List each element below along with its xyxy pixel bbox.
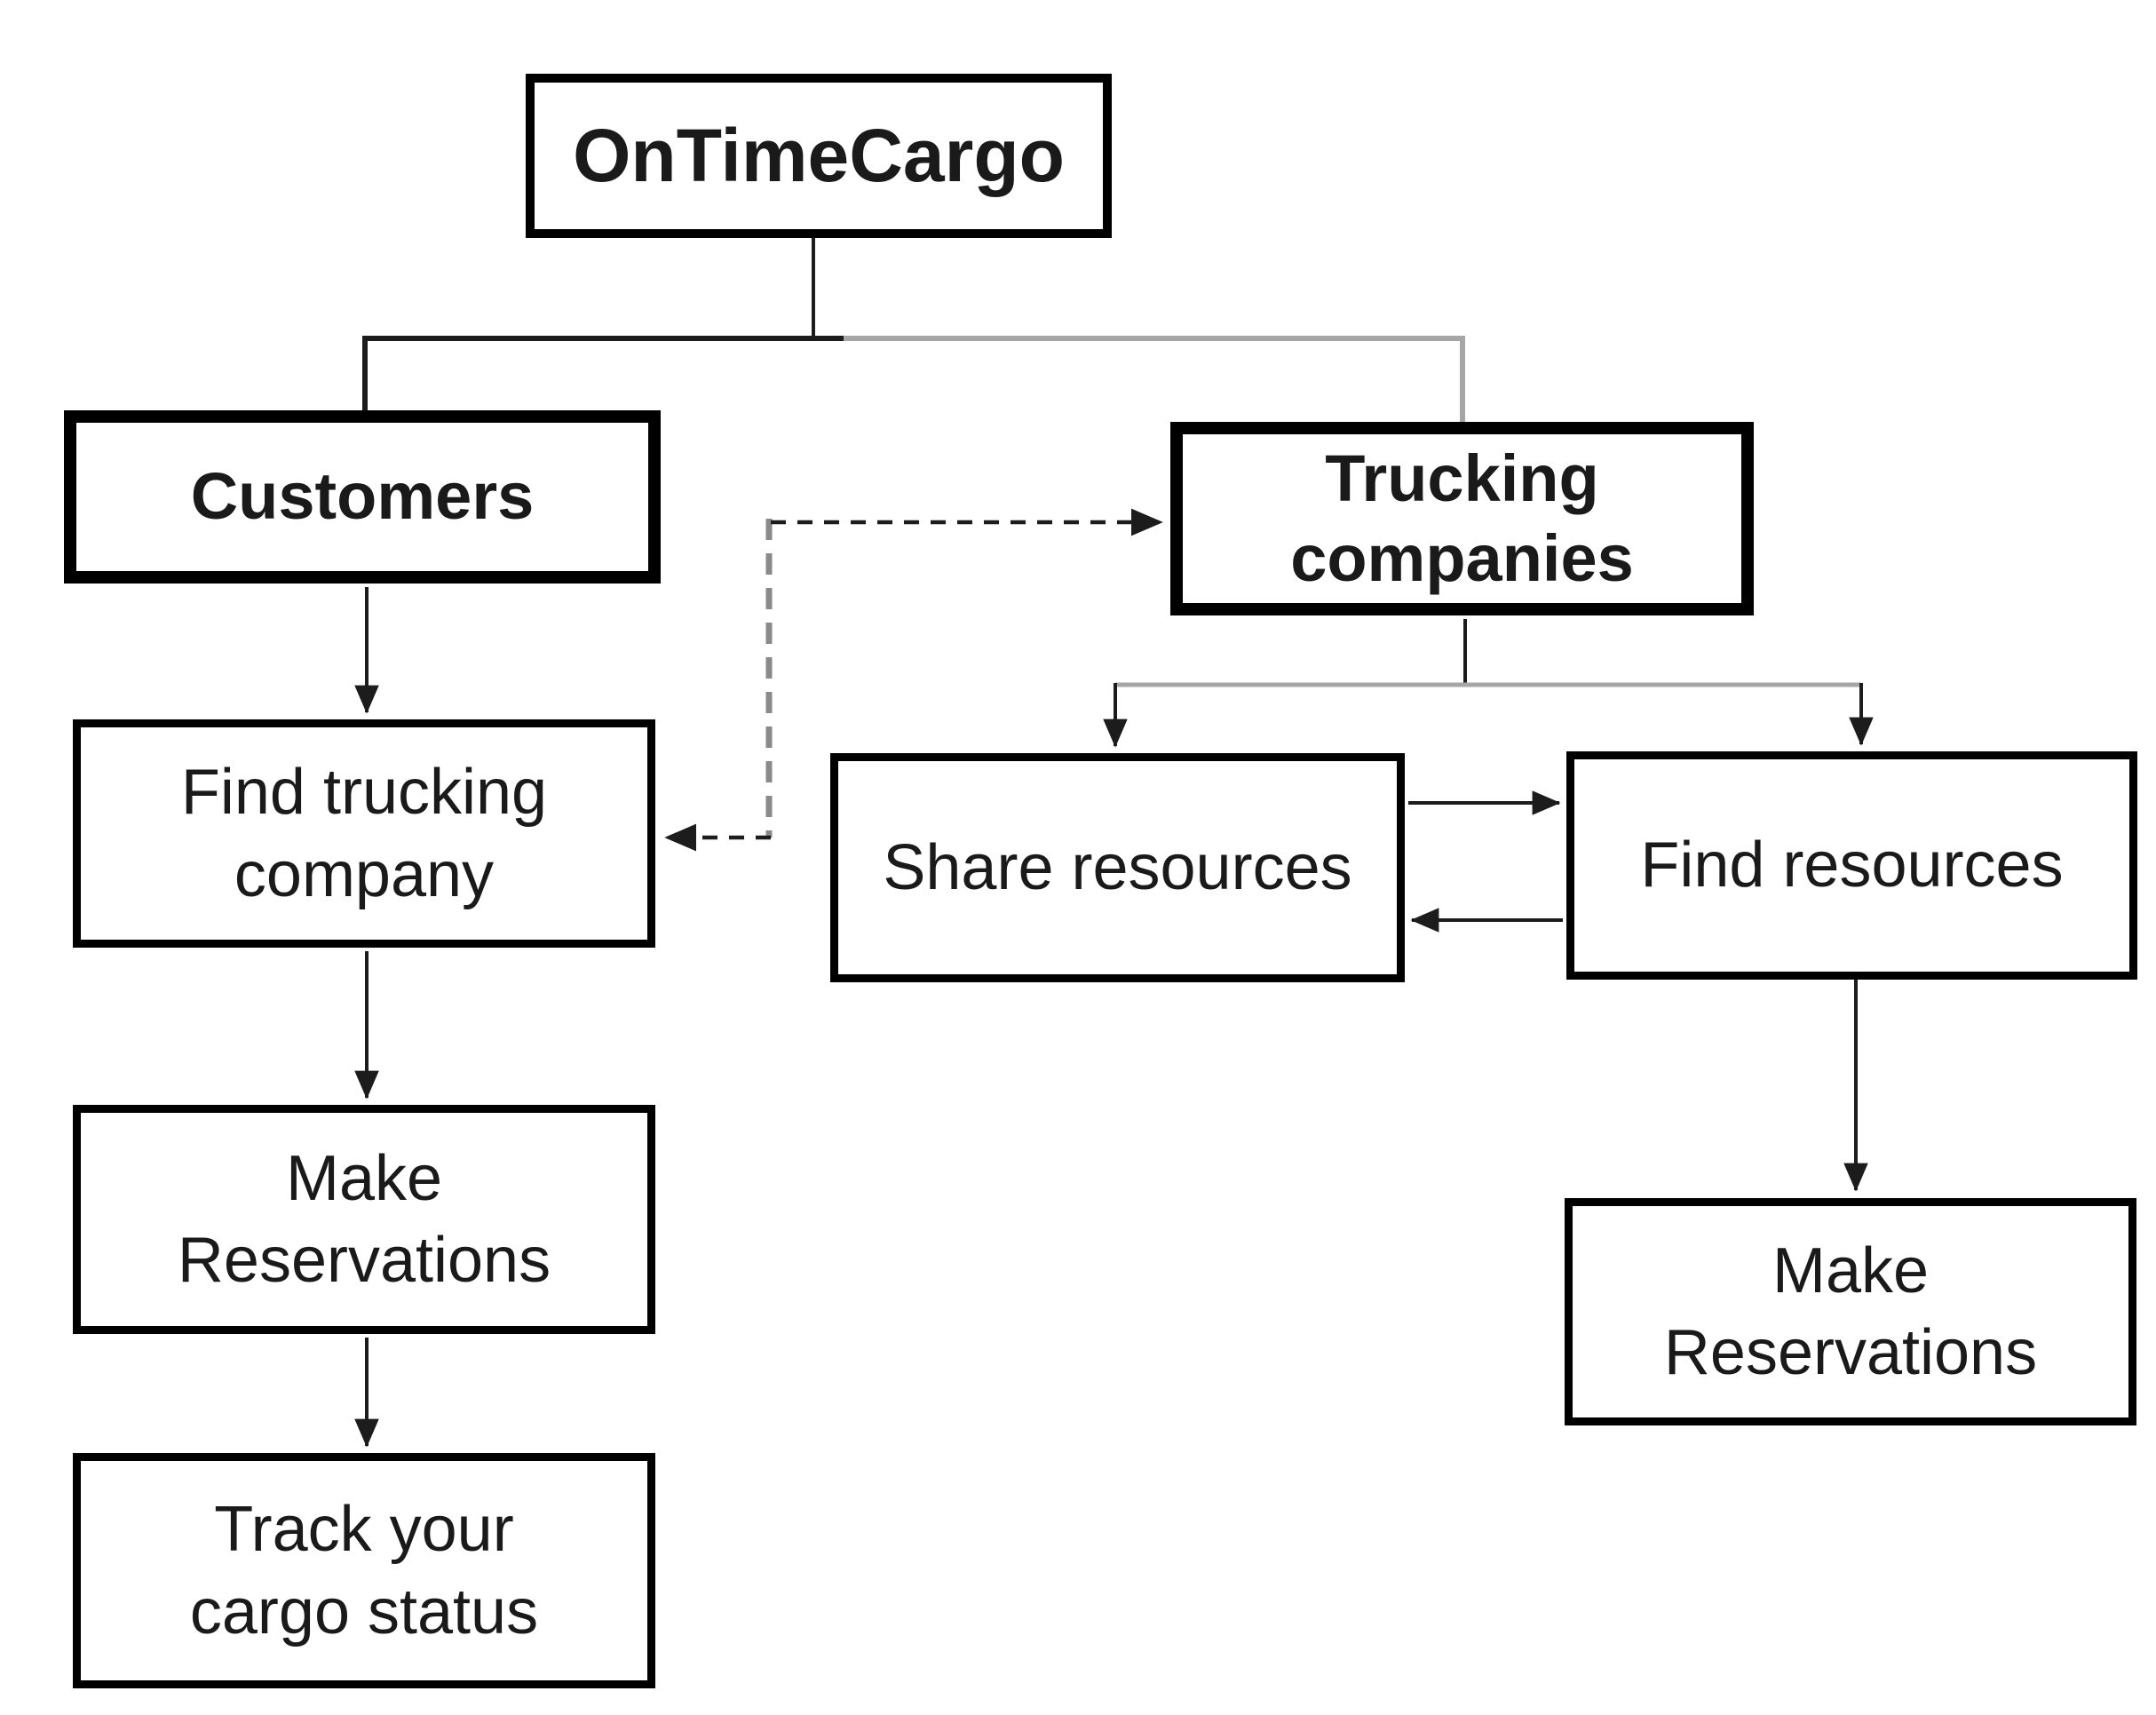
node-track-cargo-status: Track your cargo status	[73, 1453, 655, 1688]
node-find-resources-label: Find resources	[1640, 830, 2064, 901]
node-make-reservations-trucking: Make Reservations	[1565, 1198, 2136, 1425]
node-share-resources-label: Share resources	[883, 831, 1352, 903]
node-share-resources: Share resources	[830, 753, 1405, 982]
connector-root-to-customers	[362, 336, 844, 414]
connector-root-to-trucking-companies	[844, 336, 1465, 425]
node-find-trucking-company: Find trucking company	[73, 719, 655, 948]
node-find-trucking-company-label: Find trucking company	[180, 757, 548, 910]
node-trucking-companies: Trucking companies	[1170, 422, 1754, 615]
node-find-resources: Find resources	[1566, 751, 2137, 980]
node-trucking-companies-label: Trucking companies	[1290, 441, 1634, 595]
node-customers: Customers	[64, 410, 661, 584]
node-customers-label: Customers	[190, 459, 535, 534]
node-ontimecargo: OnTimeCargo	[526, 74, 1112, 238]
node-ontimecargo-label: OnTimeCargo	[573, 113, 1065, 197]
node-track-cargo-status-label: Track your cargo status	[189, 1494, 539, 1648]
node-make-reservations-customers-label: Make Reservations	[177, 1142, 551, 1296]
node-make-reservations-customers: Make Reservations	[73, 1105, 655, 1334]
node-make-reservations-trucking-label: Make Reservations	[1663, 1235, 2038, 1388]
